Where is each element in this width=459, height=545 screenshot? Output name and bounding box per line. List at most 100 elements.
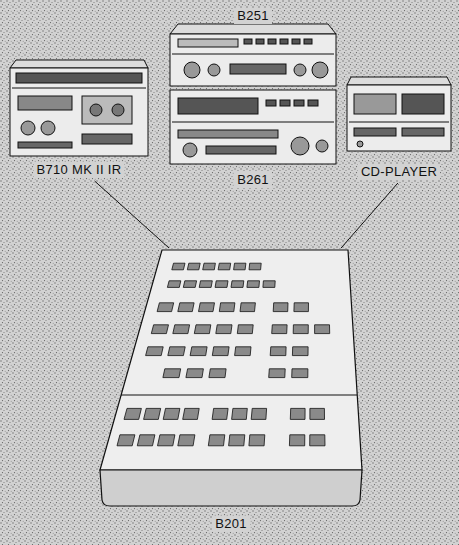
reel: [112, 104, 124, 116]
remote-key: [173, 325, 190, 334]
device-node: B251: [168, 4, 338, 90]
key: [308, 100, 318, 106]
disc-drawer: [354, 94, 396, 114]
remote-key: [178, 435, 195, 446]
remote-key: [163, 408, 180, 419]
key: [244, 39, 252, 44]
remote-key: [146, 347, 164, 356]
button-row: [178, 130, 278, 138]
key: [256, 39, 264, 44]
remote-key: [194, 325, 211, 334]
remote-divider: [121, 395, 357, 396]
device-label: CD-PLAYER: [358, 164, 440, 180]
remote-key: [218, 263, 231, 270]
remote-key: [310, 435, 325, 446]
remote-key: [167, 281, 180, 288]
display-strip: [178, 39, 238, 47]
remote-key: [212, 347, 229, 356]
remote-key: [137, 435, 155, 446]
meter: [18, 96, 72, 110]
remote-key: [315, 325, 330, 334]
remote-key: [124, 408, 141, 419]
remote-key: [151, 325, 168, 334]
device-label: B251: [234, 8, 272, 24]
remote-key: [290, 408, 305, 419]
cassette-window: [82, 96, 132, 124]
remote-key: [208, 435, 225, 446]
cd-player: [347, 77, 451, 151]
remote-key: [249, 263, 261, 270]
remote-top-face: [100, 250, 362, 470]
label-row: B251: [168, 6, 338, 24]
top-face: [10, 60, 148, 68]
remote-key: [289, 435, 304, 446]
display-window: [402, 94, 444, 114]
key: [266, 100, 276, 106]
device-node: CD-PLAYER: [345, 75, 453, 182]
remote-key: [292, 347, 308, 356]
remote-key: [272, 325, 287, 334]
remote-key: [293, 325, 308, 334]
front-panel: [10, 68, 148, 156]
remote-key: [209, 369, 226, 378]
remote-key: [215, 281, 228, 288]
remote-key: [229, 435, 245, 446]
remote-key: [183, 281, 196, 288]
device-node: B710 MK II IR: [8, 58, 150, 180]
knob: [294, 64, 306, 76]
remote-key: [190, 347, 207, 356]
key: [280, 39, 288, 44]
device-label: B710 MK II IR: [34, 162, 125, 178]
remote-key: [294, 303, 309, 312]
remote-keys: [117, 263, 330, 446]
label-row: B261: [168, 170, 338, 188]
remote-key: [163, 369, 181, 378]
knob: [184, 62, 200, 78]
knob: [316, 140, 328, 152]
key: [292, 39, 300, 44]
remote-key: [247, 281, 260, 288]
remote-key: [249, 435, 265, 446]
remote-key: [199, 303, 215, 312]
front-panel: [170, 90, 336, 164]
knob: [291, 137, 309, 155]
remote-key: [237, 325, 253, 334]
knob: [357, 141, 363, 147]
top-face: [170, 24, 336, 34]
remote-key: [310, 408, 325, 419]
remote-key: [251, 408, 266, 419]
remote-key: [216, 325, 232, 334]
remote-key: [172, 263, 185, 270]
panel-line: [349, 122, 449, 123]
switch-row: [18, 142, 72, 148]
label-row: B710 MK II IR: [8, 160, 150, 178]
remote-key: [203, 263, 216, 270]
key: [294, 100, 304, 106]
remote-key: [168, 347, 185, 356]
remote-key: [157, 303, 174, 312]
tuner-b261: [170, 90, 336, 164]
knob: [208, 64, 220, 76]
device-label: B261: [234, 172, 272, 188]
front-panel: [347, 85, 451, 151]
remote-key: [219, 303, 235, 312]
top-face: [347, 77, 451, 85]
knob: [312, 62, 328, 78]
switch-row: [206, 146, 276, 154]
cassette-deck-b710: [10, 60, 148, 156]
remote-front-face: [100, 470, 362, 506]
remote-key: [270, 347, 286, 356]
remote-key: [235, 347, 251, 356]
remote-key: [212, 408, 228, 419]
remote-key: [292, 369, 308, 378]
label-row: CD-PLAYER: [345, 162, 453, 180]
key: [304, 39, 312, 44]
remote-control: [100, 250, 362, 506]
remote-key: [158, 435, 175, 446]
switch-row: [230, 64, 286, 74]
remote-key: [263, 281, 275, 288]
panel-line: [172, 122, 334, 123]
key: [268, 39, 276, 44]
key: [280, 100, 290, 106]
